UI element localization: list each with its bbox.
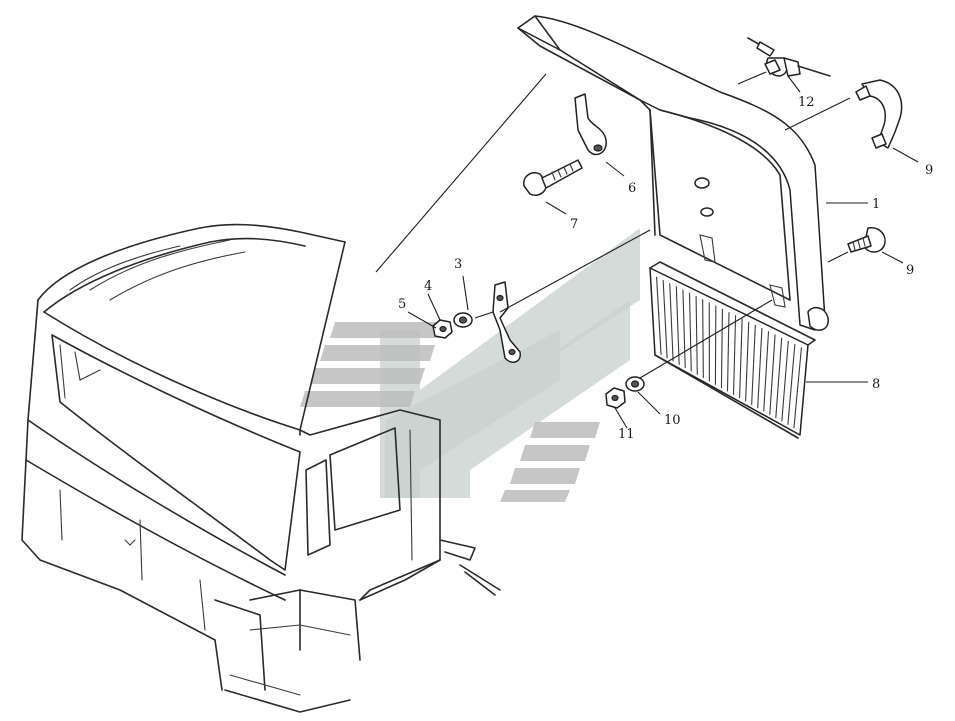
callout-9-lower: 9: [906, 263, 914, 278]
nut-part-5: [432, 319, 453, 339]
fitting-part-12: [747, 37, 831, 77]
bracket-part-3: [492, 281, 521, 363]
grille-slat: [732, 315, 737, 395]
callout-9-upper: 9: [925, 163, 933, 178]
nut-part-11: [605, 387, 626, 409]
callout-labels: 1 3 4 5 6 7 8 9 9 10 11 12: [398, 95, 933, 442]
grille-slat: [688, 292, 692, 372]
grille-slat: [662, 279, 668, 359]
grille-slat: [781, 340, 789, 422]
bolt-part-9-lower: [847, 227, 886, 253]
grille-slat: [763, 331, 770, 412]
wind-deflector-part-1: [517, 15, 829, 331]
assembly-lines: [375, 71, 919, 429]
truck-cab: [21, 223, 501, 713]
grille-slat: [787, 344, 796, 425]
grille-panel-part-8: [649, 261, 816, 439]
grille-slat: [793, 347, 802, 429]
bolt-part-7: [523, 159, 583, 196]
grille-slat: [745, 321, 750, 402]
grille-slat: [769, 334, 776, 415]
bracket-part-6: [574, 93, 607, 156]
callout-4: 4: [424, 279, 432, 294]
grille-slat: [751, 324, 756, 405]
grille-slat: [739, 318, 743, 399]
callout-1: 1: [872, 197, 880, 212]
grille-slat: [669, 283, 674, 362]
callout-6: 6: [628, 181, 636, 196]
grille-slat: [675, 286, 680, 365]
grille-slat: [682, 289, 686, 369]
callout-3: 3: [454, 257, 462, 272]
callout-7: 7: [570, 217, 578, 232]
grille-slat: [656, 276, 662, 355]
watermark-logo: [300, 228, 640, 502]
callout-10: 10: [664, 413, 681, 428]
callout-11: 11: [618, 427, 635, 442]
grille-slat: [702, 299, 704, 379]
grille-slat: [695, 295, 698, 375]
callout-5: 5: [398, 297, 406, 312]
callout-8: 8: [872, 377, 880, 392]
washer-part-10: [625, 376, 645, 392]
grille-slat: [757, 327, 763, 409]
grille-slat: [720, 308, 723, 389]
clamp-part-9-upper: [855, 79, 903, 149]
grille-slat: [775, 337, 783, 419]
callout-12: 12: [798, 95, 815, 110]
washer-part-4: [453, 312, 473, 328]
